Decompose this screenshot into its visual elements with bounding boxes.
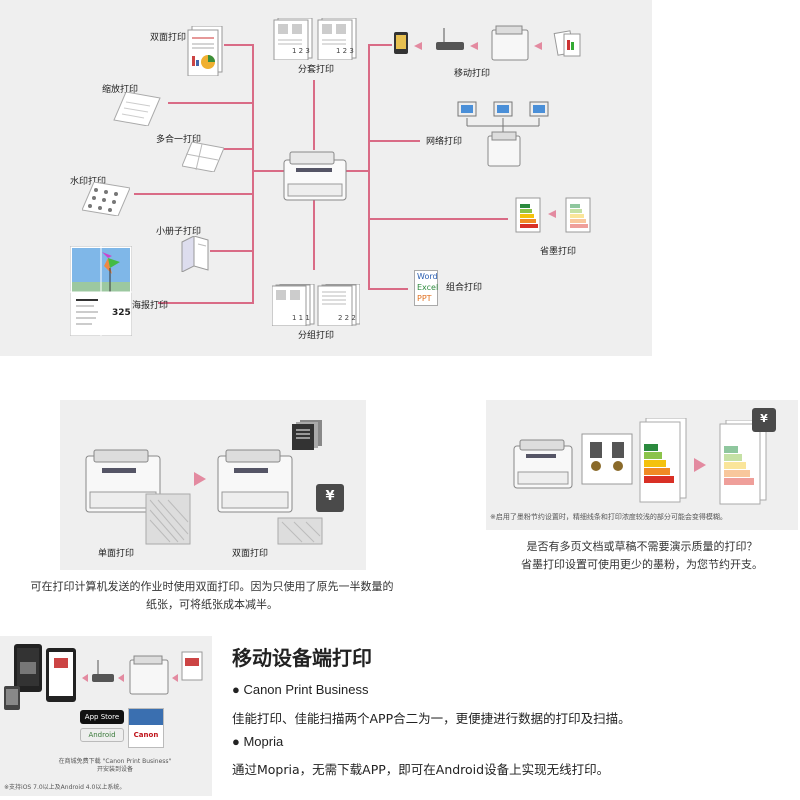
single-side-label: 单面打印 [98, 549, 135, 559]
word-label: Word [417, 272, 438, 281]
mobile-section-title: 移动设备端打印 [232, 646, 372, 670]
mopria-desc: 通过Mopria，无需下载APP，即可在Android设备上实现无线打印。 [232, 762, 610, 777]
duplex-document-icon [187, 26, 223, 76]
mobile-printing-panel: App Store Android Canon 在商城免费下载 "Canon P… [0, 636, 212, 796]
toner-answer: 省墨打印设置可使用更少的墨粉，为您节约开支。 [521, 558, 763, 571]
double-side-printer-illustration [217, 449, 323, 545]
connector-line [368, 44, 392, 46]
feature-label-duplex: 双面打印 [150, 33, 187, 43]
poster-illustration [70, 246, 132, 336]
toner-full-chart-icon [639, 418, 687, 503]
duplex-description-line2: 纸张，可将纸张成本减半。 [146, 598, 278, 611]
mobile-devices-illustration [4, 644, 76, 710]
app-store-badge[interactable]: App Store [80, 710, 124, 724]
arrow-right-icon [694, 458, 706, 472]
watermark-document-icon [82, 182, 130, 216]
canon-app-icon: Canon [128, 708, 164, 748]
toner-cartridge-icon [581, 433, 633, 485]
ppt-label: PPT [417, 294, 432, 303]
mopria-name: ● Mopria [232, 734, 284, 749]
connector-line [224, 148, 254, 150]
feature-label-mobile: 移动打印 [454, 69, 491, 79]
android-badge[interactable]: Android [80, 728, 124, 742]
connector-line [158, 302, 254, 304]
toner-save-panel: ¥ ※启用了墨粉节约设置时，精细线条和打印浓度较浅的部分可能会变得模糊。 [486, 400, 798, 530]
double-side-label: 双面打印 [232, 549, 269, 559]
collate-page-numbers: 1 2 3 [336, 47, 354, 55]
connector-line [313, 200, 315, 270]
store-caption: 在商城免费下载 "Canon Print Business" [58, 758, 172, 765]
app-store-label: App Store [84, 713, 120, 721]
office-files-icon: Word Excel PPT [414, 270, 438, 306]
single-side-printer-illustration [85, 449, 191, 545]
document-stack-icon [292, 420, 322, 450]
connector-line [368, 288, 408, 290]
center-printer-illustration [283, 151, 347, 201]
group-page-numbers: 1 1 1 [292, 314, 310, 322]
feature-label-network: 网络打印 [426, 137, 463, 147]
booklet-icon [181, 236, 209, 272]
toner-question: 是否有多页文档或草稿不需要演示质量的打印？ [526, 540, 758, 553]
connector-line [224, 44, 254, 46]
excel-label: Excel [417, 283, 439, 292]
poster-number: 325 [112, 308, 131, 318]
connector-line [252, 44, 254, 302]
network-printing-illustration [457, 101, 549, 167]
mobile-print-flow-illustration [82, 651, 203, 695]
group-page-numbers: 2 2 2 [338, 314, 356, 322]
connector-line [254, 170, 284, 172]
toner-note: ※启用了墨粉节约设置时，精细线条和打印浓度较浅的部分可能会变得模糊。 [490, 513, 727, 521]
feature-label-zoom: 缩放打印 [102, 85, 139, 95]
android-label: Android [88, 731, 116, 739]
connector-line [346, 170, 370, 172]
feature-label-combined: 组合打印 [446, 283, 483, 293]
connector-line [168, 102, 254, 104]
connector-line [368, 140, 420, 142]
collate-documents-icon [273, 18, 357, 60]
mobile-printing-illustration [394, 25, 581, 61]
canon-print-business-desc: 佳能打印、佳能扫描两个APP合二为一，更便捷进行数据的打印及扫描。 [232, 711, 631, 726]
connector-line [368, 218, 508, 220]
toner-printer-illustration [513, 439, 573, 489]
toner-light-chart-icon [719, 420, 767, 505]
savings-badge-icon: ¥ [752, 408, 776, 432]
toner-save-illustration [515, 197, 591, 233]
connector-line [368, 44, 370, 288]
feature-label-multi-up: 多合一打印 [156, 135, 202, 145]
feature-label-poster: 海报打印 [132, 301, 169, 311]
store-caption-2: 开安装到设备 [96, 766, 133, 773]
canon-logo: Canon [133, 731, 159, 739]
os-footnote: ※支持iOS 7.0以上及Android 4.0以上系统。 [4, 784, 126, 791]
arrow-right-icon [194, 472, 206, 486]
features-diagram-panel: 双面打印 缩放打印 多合一打印 水印打印 小册子打印 [0, 0, 652, 356]
feature-label-toner-save: 省墨打印 [540, 247, 577, 257]
feature-label-booklet: 小册子打印 [156, 227, 202, 237]
zoom-document-icon [113, 92, 161, 126]
canon-print-business-name: ● Canon Print Business [232, 682, 369, 697]
multi-up-document-icon [182, 142, 224, 172]
connector-line [134, 193, 254, 195]
connector-line [313, 80, 315, 150]
connector-line [210, 250, 254, 252]
duplex-description-line1: 可在打印计算机发送的作业时使用双面打印。因为只使用了原先一半数量的 [30, 580, 394, 593]
yen-symbol: ¥ [760, 412, 768, 425]
collate-page-numbers: 1 2 3 [292, 47, 310, 55]
feature-label-group: 分组打印 [298, 331, 335, 341]
yen-savings-icon: ¥ [316, 484, 344, 512]
feature-label-watermark: 水印打印 [70, 177, 107, 187]
group-documents-icon [272, 284, 360, 326]
yen-symbol: ¥ [325, 489, 335, 504]
feature-label-collate: 分套打印 [298, 65, 335, 75]
duplex-panel: ¥ 单面打印 双面打印 [60, 400, 366, 570]
